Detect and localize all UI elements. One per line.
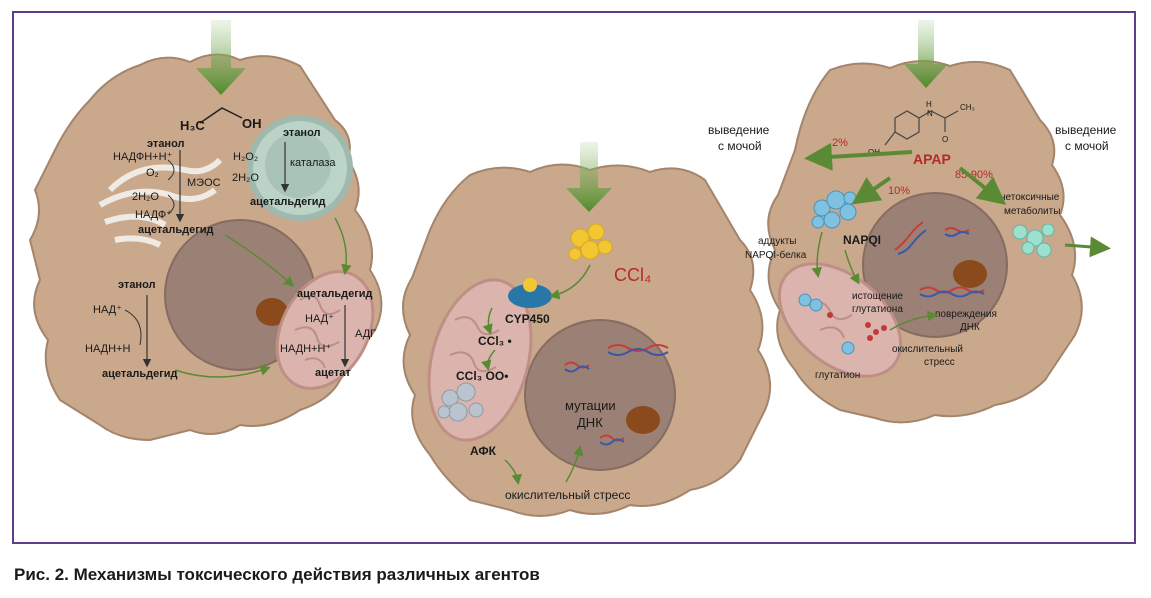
endoplasmic-reticulum [98,157,223,248]
perox-ethanol-label: этанол [283,127,321,139]
er-acetaldehyde-label: ацетальдегид [138,224,214,236]
ethanol-cell-nucleolus [256,298,288,326]
napqi-molecules [811,190,857,229]
apap-dna-strands [894,221,985,298]
cyto-side-arrow [124,309,142,346]
apap-cell: H N O CH₃ OH APAP выведение с мочой выве… [708,20,1117,424]
mito-acetaldehyde-label: ацетальдегид [297,288,373,300]
pct-2: 2% [832,137,848,149]
apap-molecule [884,110,959,146]
ros-bubbles [437,382,484,422]
flow-ccl3-to-ccl3oo [481,349,496,371]
nontoxic-line-1: нетоксичные [1000,192,1060,203]
arrow-to-napqi [851,176,892,205]
figure-caption: Рис. 2. Механизмы токсического действия … [14,565,540,584]
cyp450-label: CYP450 [505,312,550,326]
flow-ccl4-to-cyp [549,264,591,300]
glutathione-markers [827,312,887,341]
apap-mol-o: O [942,135,948,144]
arrow-nontoxic-out [1064,236,1111,258]
o2-label: O₂ [146,167,159,179]
apap-mol-ch3: CH₃ [960,103,975,112]
er-ethanol-label: этанол [147,138,185,150]
dna-mutations-label-2: ДНК [577,415,603,430]
cyto-nadh-label: НАДН+Н [85,343,130,355]
apap-label: APAP [913,151,951,167]
ethanol-formula-left: H₃C [180,118,205,133]
meos-label: МЭОС [187,177,221,189]
afk-label: АФК [470,444,497,458]
mito-nad-label: НАД⁺ [305,313,334,325]
peroxisome-core [265,132,331,198]
cyto-nad-label: НАД⁺ [93,304,122,316]
ethanol-bond [199,107,243,124]
nontoxic-metabolite-bubbles [1012,223,1055,258]
pct-10: 10% [888,185,910,197]
ethanol-entry-arrow [196,20,246,95]
apap-mol-n: N [927,109,933,118]
ethanol-formula-right: OH [242,116,262,131]
apap-oxstress-line-1: окислительный [892,344,963,355]
catalase-label: каталаза [290,157,336,169]
adducts-line-2: NAPQI-белка [745,249,807,261]
adduct-molecules [798,293,855,355]
dna-mutations-label-1: мутации [565,398,616,413]
apap-entry-arrow [904,20,948,88]
apap-mol-h: H [926,100,932,109]
ccl4-cell-nucleus [524,319,676,471]
glutathione-label: глутатион [815,370,860,381]
dna-damage-line-2: ДНК [960,322,980,333]
apap-cell-nucleus [862,192,1008,338]
arrow-to-nontoxic [958,166,1007,205]
nontoxic-line-2: метаболиты [1004,205,1060,217]
mito-nadh-label: НАДН+Н⁺ [280,343,331,355]
arrow-napqi-to-adducts [811,231,823,278]
apap-oxstress-line-2: стресс [924,357,955,368]
ccl4-entry-arrow [566,142,612,212]
arrow-to-dna-damage [889,310,938,331]
er-side-arrows [167,159,175,215]
excretion-right-line-1: выведение [1055,123,1117,137]
flow-er-to-mito [224,234,295,288]
depletion-line-2: глутатиона [852,304,903,315]
perox-h2o2-label: H₂O₂ [233,151,258,163]
cyto-acetaldehyde-label: ацетальдегид [102,368,178,380]
napqi-label: NAPQI [843,233,881,247]
excretion-right-line-2: с мочой [1065,139,1109,153]
arrow-napqi-to-depletion [844,249,860,285]
flow-afk-to-stress [504,459,522,485]
flow-cyto-to-mito [174,365,271,378]
cyto-ethanol-label: этанол [118,279,156,291]
nadp-label: НАДФ⁺ [135,209,172,221]
adducts-line-1: аддукты [758,236,797,247]
flow-cyp-to-ccl3 [482,307,493,335]
ccl4-dna-strands [564,344,669,446]
acetate-label: ацетат [315,367,351,379]
flow-perox-to-mito [334,217,352,275]
adh-label: АДГ [355,328,376,340]
cyp450-enzyme [508,284,552,308]
cyp450-substrate [523,278,537,292]
perox-h2o-label: 2H₂O [232,172,259,184]
dna-damage-line-1: повреждения [935,309,997,320]
depletion-line-1: истощение [852,291,903,302]
ccl4-oxidative-stress-label: окислительный стресс [505,488,630,502]
arrow-to-excretion-left [804,142,913,171]
ccl4-molecules [568,223,613,261]
nadph-label: НАДФН+Н⁺ [113,151,173,163]
ccl4-cell-nucleolus [626,406,660,434]
ethanol-cell: H₃C OH этанол НАДФН+Н⁺ O₂ МЭОС 2H₂O НАДФ… [28,20,383,442]
ccl4-label: CCl₄ [614,265,651,285]
excretion-left-line-2: с мочой [718,139,762,153]
flow-stress-to-dna [565,445,584,483]
apap-cell-nucleolus [953,260,987,288]
ccl4-cell: CCl₄ CYP450 CCl₃ • CCl₃ OO• АФК мутации … [402,142,772,517]
er-h2o-label: 2H₂O [132,191,159,203]
ccl3oo-label: CCl₃ OO• [456,369,508,383]
toxicity-mechanisms-diagram: H₃C OH этанол НАДФН+Н⁺ O₂ МЭОС 2H₂O НАДФ… [28,20,1117,517]
ccl3-label: CCl₃ • [478,334,512,348]
excretion-left-line-1: выведение [708,123,770,137]
perox-acetaldehyde-label: ацетальдегид [250,196,326,208]
